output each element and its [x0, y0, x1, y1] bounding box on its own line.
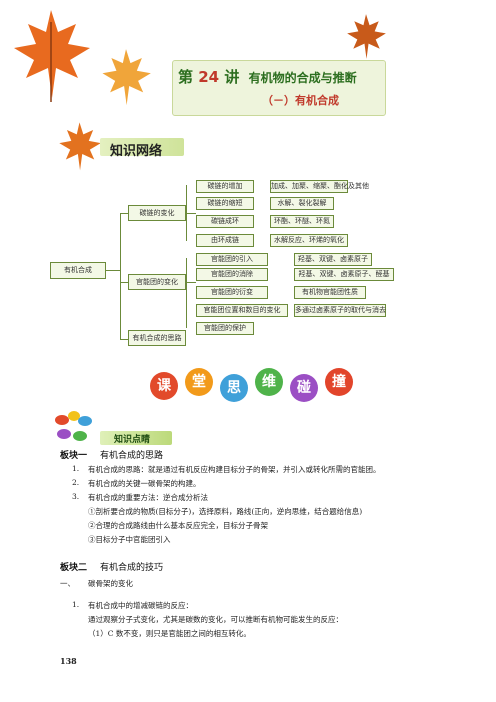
connector — [120, 282, 128, 283]
maple-leaf-icon — [102, 49, 151, 106]
list-number: 3. — [72, 492, 80, 501]
list-item: 有机合成的思路：就是通过有机反应构建目标分子的骨架，并引入或转化所需的官能团。 — [88, 465, 381, 474]
banner-char: 堂 — [185, 368, 213, 396]
connector — [120, 213, 121, 339]
connector — [120, 213, 128, 214]
map-fg-note: 羟基、双键、卤素原子 — [294, 253, 372, 266]
section-tag-bg — [100, 138, 184, 156]
list-item-line: 通过观察分子式变化，尤其是碳数的变化，可以推断有机物可能发生的反应： — [88, 615, 343, 624]
banner-char: 碰 — [290, 374, 318, 402]
block2-label: 板块二 — [60, 563, 88, 573]
knowledge-points-tag: 知识点睛 — [114, 435, 151, 445]
map-fg-item: 官能团的引入 — [196, 253, 268, 266]
map-fg-note: 有机物官能团性质 — [294, 286, 366, 299]
lecture-number: 24 — [198, 68, 220, 86]
section-title: 知识网络 — [110, 144, 163, 159]
connector — [186, 213, 196, 214]
maple-leaf-icon — [347, 14, 386, 59]
map-fg-item: 官能团的消除 — [196, 268, 268, 281]
list-item: 有机合成的关键一碳骨架的构建。 — [88, 479, 201, 488]
page-title: 第 24 讲 有机物的合成与推断 — [178, 66, 357, 87]
connector — [186, 282, 196, 283]
block2-title: 有机合成的技巧 — [100, 563, 164, 573]
map-chain-item: 由环成链 — [196, 234, 254, 247]
map-fg-note: 羟基、双键、卤素原子、醛基 — [294, 268, 394, 281]
map-fg-note: 多通过卤素原子的取代与消去 — [294, 304, 386, 317]
list-item-line: （1）C 数不变，则只是官能团之间的相互转化。 — [88, 629, 251, 638]
knowledge-points-tag-bg — [100, 431, 172, 445]
banner-char: 维 — [255, 368, 283, 396]
map-node-idea: 有机合成的思路 — [128, 330, 186, 346]
map-fg-item: 官能团位置和数目的变化 — [196, 304, 288, 317]
title-suffix: 讲 — [224, 68, 240, 86]
banner-char: 思 — [220, 374, 248, 402]
map-chain-item: 碳链的缩短 — [196, 197, 254, 210]
maple-leaf-icon — [59, 122, 101, 171]
connector — [120, 339, 128, 340]
banner-char: 课 — [150, 372, 178, 400]
heading: 碳骨架的变化 — [88, 579, 133, 588]
map-fg-item: 官能团的衍变 — [196, 286, 268, 299]
map-chain-note: 水解反应、环烯的氧化 — [270, 234, 348, 247]
maple-leaf-icon — [14, 10, 90, 102]
heading-number: 一、 — [60, 579, 75, 588]
page-subtitle: （－）有机合成 — [262, 94, 339, 107]
page-number: 138 — [60, 656, 77, 666]
sub-item: ③目标分子中官能团引入 — [88, 535, 171, 544]
block1-title: 有机合成的思路 — [100, 451, 164, 461]
map-node-chain: 碳链的变化 — [128, 205, 186, 221]
list-number: 1. — [72, 600, 80, 609]
list-item: 有机合成的重要方法：逆合成分析法 — [88, 493, 208, 502]
map-root: 有机合成 — [50, 262, 106, 279]
list-item: 有机合成中的增减碳链的反应： — [88, 601, 193, 610]
list-number: 2. — [72, 478, 80, 487]
map-fg-item: 官能团的保护 — [196, 322, 254, 335]
title-banner — [172, 60, 386, 116]
title-topic: 有机物的合成与推断 — [248, 71, 357, 85]
title-prefix: 第 — [178, 68, 194, 86]
sub-item: ①剖析要合成的物质(目标分子)，选择原料，路线(正向，逆向思维，结合题给信息) — [88, 507, 363, 516]
map-chain-item: 碳链的增加 — [196, 180, 254, 193]
block1-label: 板块一 — [60, 451, 88, 461]
sub-item: ②合理的合成路线由什么基本反应完全，目标分子骨架 — [88, 521, 268, 530]
map-chain-note: 环酯、环醚、环氮 — [270, 215, 334, 228]
connector — [106, 270, 120, 271]
map-chain-note: 水解、裂化裂解 — [270, 197, 334, 210]
connector — [186, 258, 187, 328]
banner-char: 撞 — [325, 368, 353, 396]
map-chain-item: 碳链成环 — [196, 215, 254, 228]
map-node-fg: 官能团的变化 — [128, 274, 186, 290]
map-chain-note: 加成、加聚、缩聚、酯化及其他 — [270, 180, 369, 193]
petals-icon — [55, 411, 92, 441]
list-number: 1. — [72, 464, 80, 473]
